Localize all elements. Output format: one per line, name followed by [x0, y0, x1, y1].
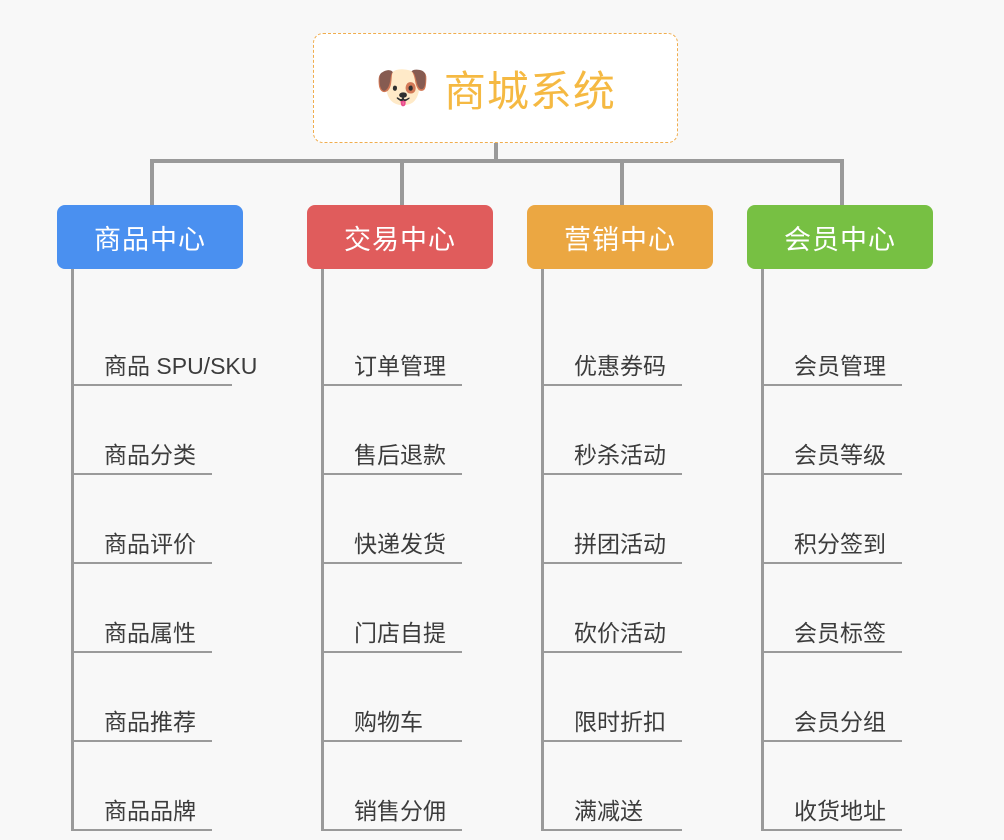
category-column-1: 商品中心商品 SPU/SKU 商品分类商品评价商品属性商品推荐商品品牌 — [57, 205, 257, 831]
leaf-item-label: 收货地址 — [794, 797, 886, 824]
leaf-item-label: 会员管理 — [794, 352, 886, 379]
leaf-item[interactable]: 砍价活动 — [541, 564, 713, 653]
leaf-item-label: 优惠券码 — [574, 352, 666, 379]
leaf-item[interactable]: 销售分佣 — [321, 742, 493, 831]
leaf-spine-2: 订单管理售后退款快递发货门店自提购物车销售分佣 — [321, 269, 493, 831]
root-title: 商城系统 — [443, 67, 616, 115]
branch-drop-connector-2 — [400, 159, 404, 205]
leaf-item-label: 售后退款 — [354, 441, 446, 468]
leaf-item[interactable]: 商品推荐 — [71, 653, 243, 742]
leaf-item[interactable]: 购物车 — [321, 653, 493, 742]
leaf-item[interactable]: 会员标签 — [761, 564, 933, 653]
leaf-item-label: 会员分组 — [794, 708, 886, 735]
leaf-item-label: 商品评价 — [104, 530, 196, 557]
leaf-item[interactable]: 会员管理 — [761, 297, 933, 386]
branch-drop-connector-1 — [150, 159, 154, 205]
leaf-spine-1: 商品 SPU/SKU 商品分类商品评价商品属性商品推荐商品品牌 — [71, 269, 257, 831]
leaf-item-label: 砍价活动 — [574, 619, 666, 646]
category-column-2: 交易中心订单管理售后退款快递发货门店自提购物车销售分佣 — [307, 205, 493, 831]
leaf-item-label: 门店自提 — [354, 619, 446, 646]
category-header-2[interactable]: 交易中心 — [307, 205, 493, 269]
leaf-item-label: 限时折扣 — [574, 708, 666, 735]
leaf-item[interactable]: 商品 SPU/SKU — [71, 297, 257, 386]
leaf-item[interactable]: 门店自提 — [321, 564, 493, 653]
leaf-item-label: 商品推荐 — [104, 708, 196, 735]
leaf-item-label: 会员标签 — [794, 619, 886, 646]
leaf-item-label: 商品属性 — [104, 619, 196, 646]
leaf-item[interactable]: 会员分组 — [761, 653, 933, 742]
leaf-item[interactable]: 秒杀活动 — [541, 386, 713, 475]
leaf-item-label: 秒杀活动 — [574, 441, 666, 468]
branch-drop-connector-4 — [840, 159, 844, 205]
leaf-spine-3: 优惠券码秒杀活动拼团活动砍价活动限时折扣满减送 — [541, 269, 713, 831]
leaf-item[interactable]: 商品评价 — [71, 475, 243, 564]
leaf-item[interactable]: 订单管理 — [321, 297, 493, 386]
leaf-item-label: 商品分类 — [104, 441, 196, 468]
leaf-item[interactable]: 商品分类 — [71, 386, 243, 475]
category-header-3[interactable]: 营销中心 — [527, 205, 713, 269]
category-header-1[interactable]: 商品中心 — [57, 205, 243, 269]
horizontal-bus-connector — [150, 159, 840, 163]
branch-drop-connector-3 — [620, 159, 624, 205]
root-node[interactable]: 🐶 商城系统 — [313, 33, 678, 143]
leaf-item-label: 会员等级 — [794, 441, 886, 468]
leaf-item[interactable]: 限时折扣 — [541, 653, 713, 742]
leaf-item[interactable]: 商品品牌 — [71, 742, 243, 831]
leaf-item-label: 订单管理 — [354, 352, 446, 379]
leaf-spine-4: 会员管理会员等级积分签到会员标签会员分组收货地址 — [761, 269, 933, 831]
leaf-item-label: 积分签到 — [794, 530, 886, 557]
leaf-item-label: 销售分佣 — [354, 797, 446, 824]
leaf-item-label: 快递发货 — [354, 530, 446, 557]
leaf-item[interactable]: 会员等级 — [761, 386, 933, 475]
leaf-item[interactable]: 优惠券码 — [541, 297, 713, 386]
leaf-item[interactable]: 快递发货 — [321, 475, 493, 564]
leaf-item[interactable]: 收货地址 — [761, 742, 933, 831]
leaf-item-label: 满减送 — [574, 797, 643, 824]
leaf-item[interactable]: 商品属性 — [71, 564, 243, 653]
dog-face-icon: 🐶 — [375, 63, 430, 112]
category-column-3: 营销中心优惠券码秒杀活动拼团活动砍价活动限时折扣满减送 — [527, 205, 713, 831]
leaf-item-label: 商品品牌 — [104, 797, 196, 824]
category-column-4: 会员中心会员管理会员等级积分签到会员标签会员分组收货地址 — [747, 205, 933, 831]
leaf-item[interactable]: 拼团活动 — [541, 475, 713, 564]
leaf-item-label: 商品 SPU/SKU — [104, 352, 258, 379]
leaf-item[interactable]: 满减送 — [541, 742, 713, 831]
leaf-item-label: 购物车 — [354, 708, 423, 735]
root-stem-connector — [494, 143, 498, 163]
leaf-item-label: 拼团活动 — [574, 530, 666, 557]
category-header-4[interactable]: 会员中心 — [747, 205, 933, 269]
leaf-item[interactable]: 积分签到 — [761, 475, 933, 564]
leaf-item[interactable]: 售后退款 — [321, 386, 493, 475]
